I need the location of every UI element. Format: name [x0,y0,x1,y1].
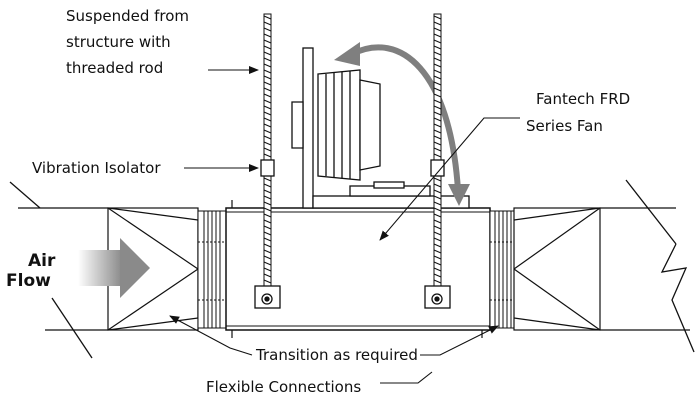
label-flow: Flow [6,271,51,291]
air-flow-arrow [78,238,150,298]
mounting-bracket-left [254,285,281,309]
fan-motor [291,47,470,209]
label-suspended-line1: Suspended from [66,7,189,25]
label-suspended-line2: structure with [66,33,171,51]
label-fan-line1: Fantech FRD [536,90,630,108]
label-suspended-line3: threaded rod [66,59,163,77]
mounting-bracket-right [424,285,451,309]
vibration-isolator-left [260,159,275,177]
left-flexible-connection [197,210,227,329]
leader-lines [169,66,520,384]
right-duct [600,179,695,353]
threaded-rod-left [260,13,275,287]
label-fan-line2: Series Fan [526,117,603,135]
label-vibration-isolator: Vibration Isolator [32,159,161,177]
rotation-arrow [334,42,470,206]
left-duct [9,181,108,359]
label-transition: Transition as required [255,346,418,364]
label-flexible-connections: Flexible Connections [206,378,361,396]
label-air: Air [28,251,56,271]
vibration-isolator-right [430,159,445,177]
right-flexible-connection [489,210,515,329]
right-transition [513,207,601,331]
